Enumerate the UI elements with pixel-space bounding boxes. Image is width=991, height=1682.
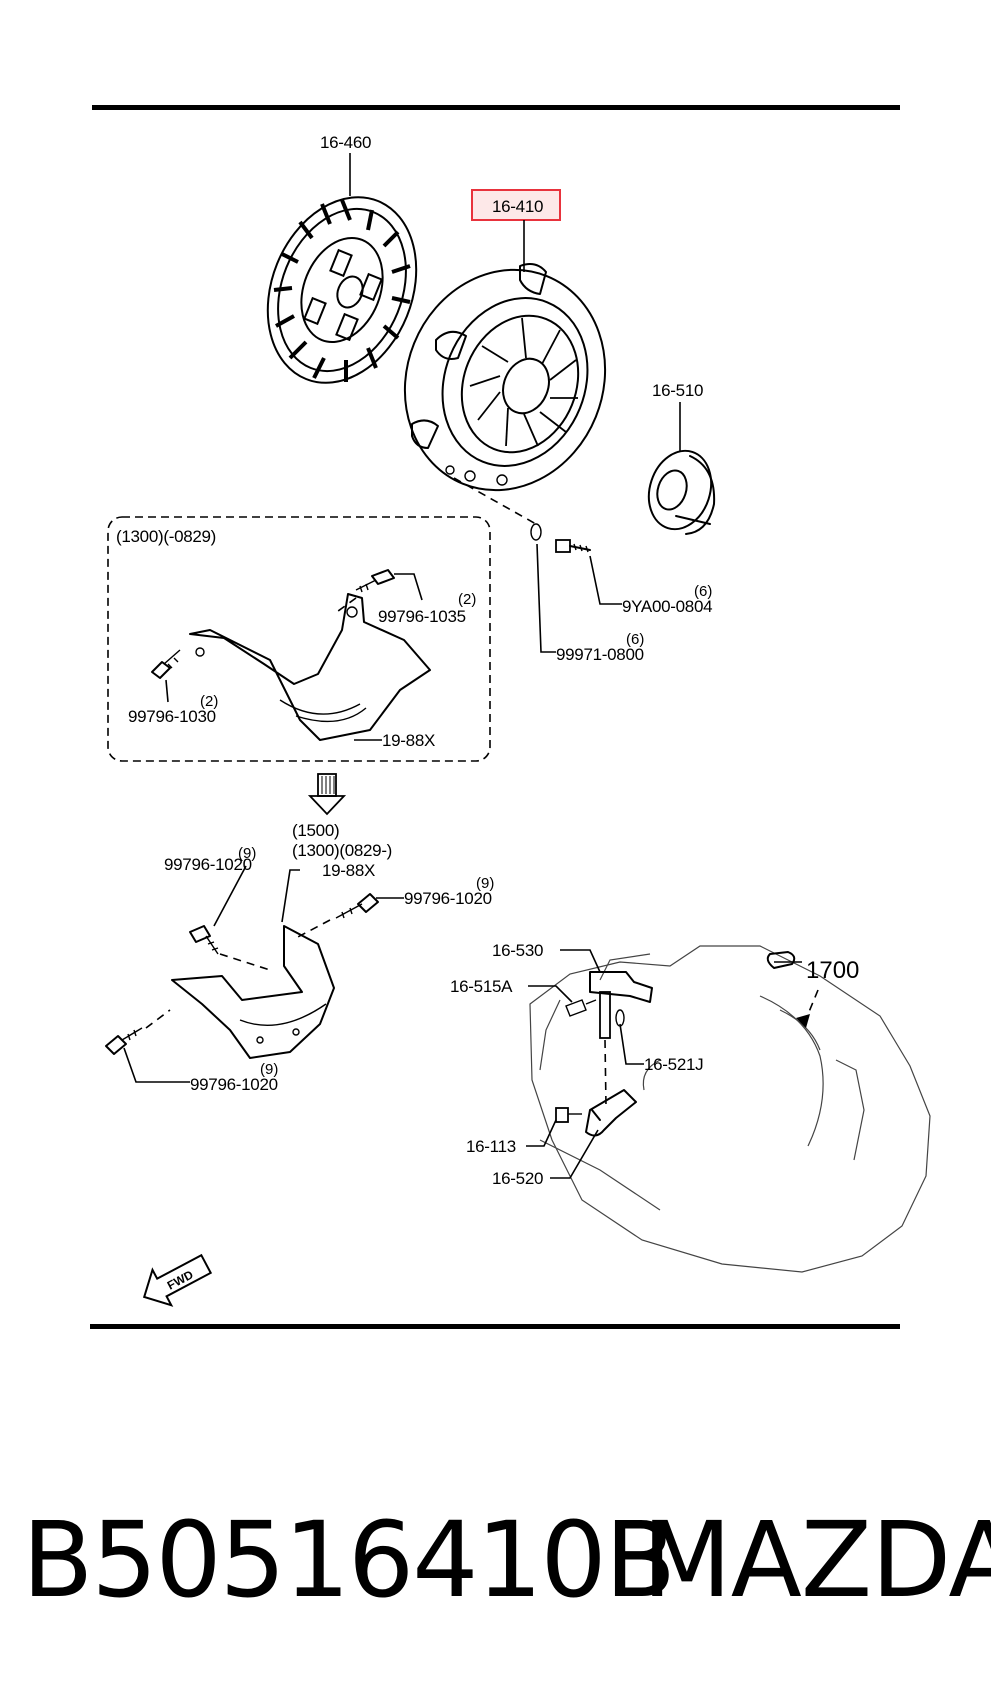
label-bushing: 16-515A: [450, 977, 513, 996]
label-variant-a: (1300)(-0829): [116, 527, 216, 546]
variant-b-plate-illustration: [171, 925, 335, 1059]
variant-a-bolt-upper: [355, 569, 395, 593]
footer: B50516410B MAZDA: [0, 1500, 991, 1620]
label-fork: 16-520: [492, 1169, 543, 1188]
label-release-bearing: 16-510: [652, 381, 703, 400]
label-variant-b-bolt-top-qty: (9): [238, 845, 256, 862]
clutch-disc-illustration: [266, 196, 418, 384]
reference-arrow-icon: [766, 951, 802, 969]
variant-a-box: [107, 516, 491, 762]
reference-arrowhead-icon: [796, 1014, 810, 1028]
label-variant-b-bolt-bottom: 99796-1020: [190, 1075, 278, 1094]
release-bearing-illustration: [647, 449, 716, 535]
label-variant-a-bolt-upper-qty: (2): [458, 591, 476, 608]
label-spring: 16-521J: [644, 1055, 703, 1074]
variant-a-plate-illustration: [189, 593, 431, 741]
brand-name: MAZDA: [642, 1499, 991, 1621]
label-variant-a-bolt-left: 99796-1030: [128, 707, 216, 726]
transmission-illustration: [529, 945, 931, 1273]
label-variant-a-plate: 19-88X: [382, 731, 435, 750]
label-variant-b-bolt-right-qty: (9): [476, 875, 494, 892]
label-cover-bolt: 9YA00-0804: [622, 597, 712, 616]
top-rule: [92, 105, 900, 110]
cover-bolt-illustration: [555, 539, 591, 553]
label-cover-bolt-qty: (6): [694, 583, 712, 600]
fwd-arrow-icon: FWD: [142, 1253, 213, 1307]
label-clutch-disc: 16-460: [320, 133, 371, 152]
bushing-illustration: [565, 999, 597, 1017]
variant-b-bolt-right: [335, 893, 379, 919]
part-number: B50516410B: [22, 1499, 676, 1621]
label-variant-a-bolt-upper: 99796-1035: [378, 607, 466, 626]
label-variant-b-bolt-top: 99796-1020: [164, 855, 252, 874]
label-washer-qty: (6): [626, 631, 644, 648]
bottom-rule: [90, 1324, 900, 1329]
variant-a-bolt-left: [151, 649, 181, 679]
label-reference-1700: 1700: [806, 957, 859, 984]
arrow-down-icon: [307, 773, 347, 816]
label-variant-b-line2: (1300)(0829-): [292, 841, 392, 860]
label-variant-b-plate: 19-88X: [322, 861, 375, 880]
variant-b-bolt-bottom: [105, 1027, 143, 1055]
variant-b-bolt-top: [189, 925, 219, 955]
label-variant-b-bolt-bottom-qty: (9): [260, 1061, 278, 1078]
label-variant-b-bolt-right: 99796-1020: [404, 889, 492, 908]
release-fork-illustration: [585, 1089, 637, 1137]
release-shaft-illustration: [589, 971, 653, 1039]
label-washer: 99971-0800: [556, 645, 644, 664]
highlight-box: [471, 189, 561, 221]
clutch-cover-illustration: [403, 263, 607, 492]
fork-bolt-illustration: [555, 1107, 582, 1123]
label-variant-b-line1: (1500): [292, 821, 339, 840]
label-variant-a-bolt-left-qty: (2): [200, 693, 218, 710]
label-fork-bolt: 16-113: [466, 1137, 516, 1156]
label-clutch-cover: 16-410: [492, 197, 543, 216]
label-shaft: 16-530: [492, 941, 543, 960]
